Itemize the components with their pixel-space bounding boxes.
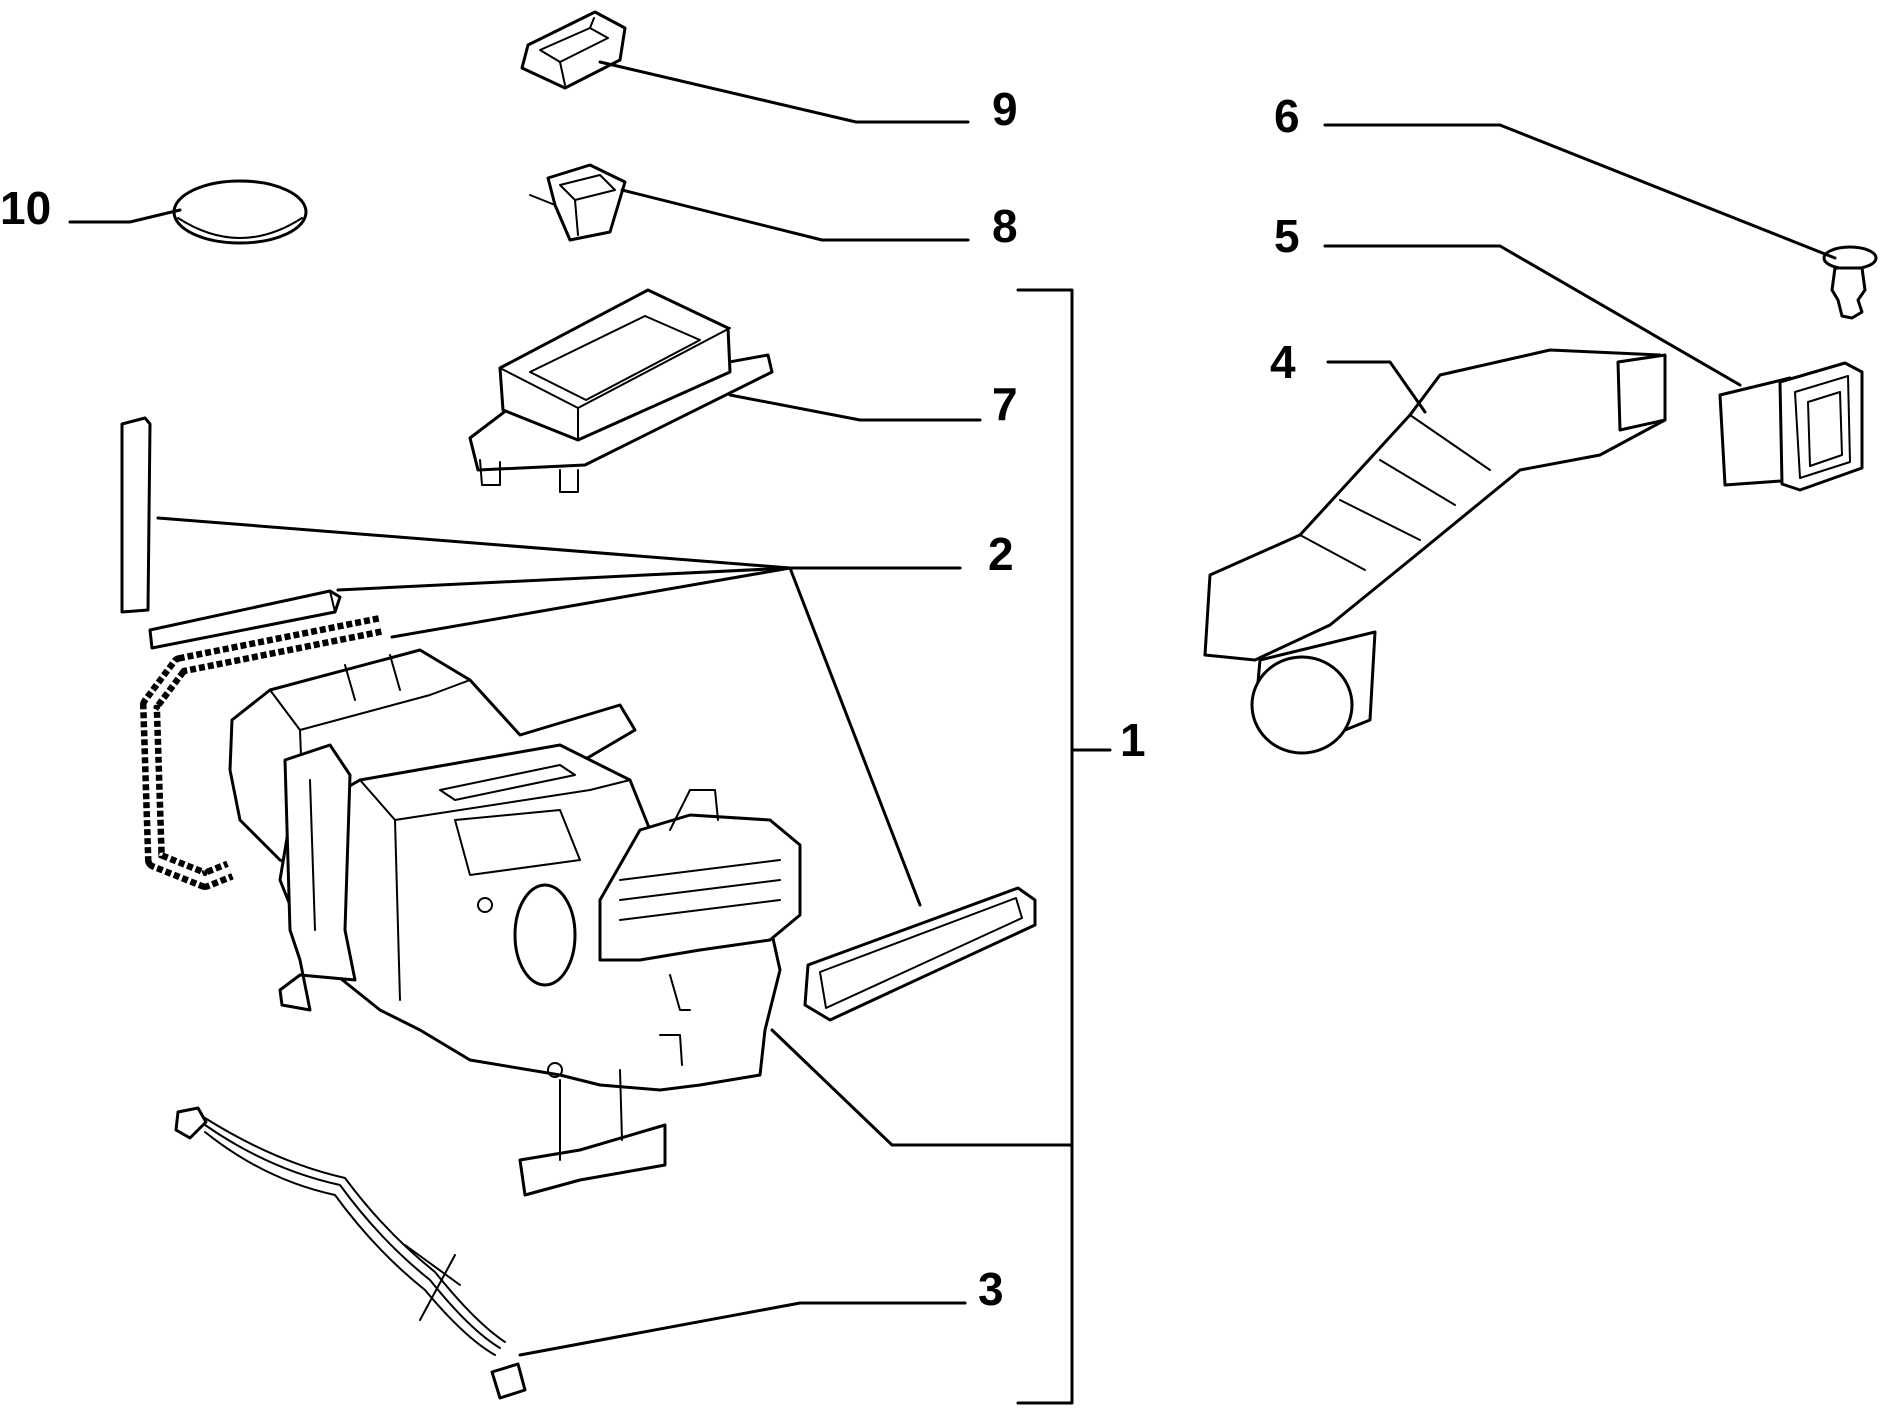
- leader-2-d: [788, 566, 922, 907]
- callout-7: 7: [992, 378, 1018, 430]
- part-5-connector: [1718, 361, 1864, 492]
- bracket-1: [1016, 288, 1074, 1405]
- leader-6: [1323, 123, 1837, 260]
- leader-2-b: [336, 566, 792, 592]
- callout-10: 10: [0, 182, 51, 234]
- callout-6: 6: [1274, 90, 1300, 142]
- leader-5: [1323, 244, 1742, 387]
- leader-10: [68, 208, 182, 224]
- part-1-heater-box: [140, 615, 802, 1197]
- part-2-seals: [120, 416, 342, 650]
- callout-5: 5: [1274, 210, 1300, 262]
- callout-8: 8: [992, 200, 1018, 252]
- callout-4: 4: [1270, 336, 1296, 388]
- part-2-filter-frame: [803, 886, 1037, 1022]
- callout-labels: 1 2 3 4 5 6 7 8 9 10: [0, 83, 1300, 1315]
- callout-3: 3: [978, 1263, 1004, 1315]
- part-9-clip: [520, 10, 627, 90]
- part-10-plug: [172, 179, 308, 245]
- part-4-duct: [1203, 348, 1667, 755]
- leader-2-a: [156, 516, 962, 570]
- part-7-cover: [468, 288, 774, 493]
- part-8-bracket: [529, 163, 627, 242]
- leader-7: [728, 393, 982, 422]
- leader-3: [518, 1301, 967, 1357]
- leader-4: [1326, 360, 1427, 414]
- leader-1-b: [770, 1028, 1074, 1147]
- leader-lines: [68, 60, 1837, 1405]
- leader-2-c: [390, 566, 792, 639]
- part-3-wiring-harness: [174, 1106, 527, 1400]
- leader-8: [620, 188, 970, 242]
- leader-9: [598, 60, 970, 124]
- callout-9: 9: [992, 83, 1018, 135]
- part-6-push-clip: [1822, 245, 1878, 320]
- callout-1: 1: [1120, 714, 1146, 766]
- callout-2: 2: [988, 528, 1014, 580]
